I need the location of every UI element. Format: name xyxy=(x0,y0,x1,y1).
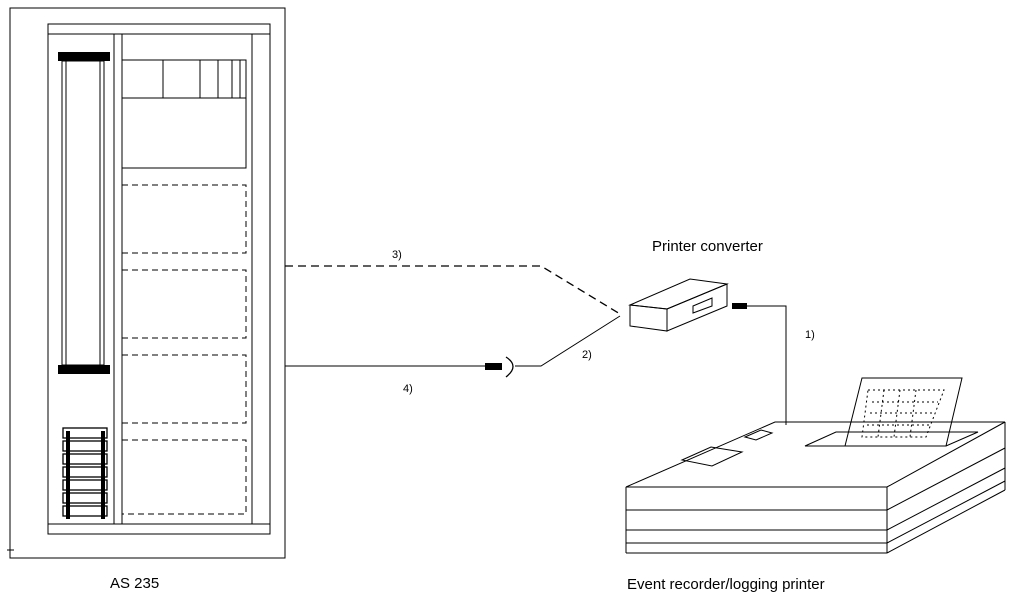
paper-sheet xyxy=(844,377,963,447)
connection-4-label: 4) xyxy=(403,383,413,395)
tall-module-bottom-cap xyxy=(58,365,110,374)
terminal-block-stack xyxy=(62,427,108,519)
paper-slot xyxy=(804,431,979,447)
connection-1-label: 1) xyxy=(805,329,815,341)
cabinet-inner-frame xyxy=(47,23,271,535)
tall-module-body xyxy=(61,60,105,366)
printer-converter xyxy=(628,278,747,332)
connection-3-line xyxy=(285,265,621,315)
cabinet-label: AS 235 xyxy=(110,575,159,592)
connection-1-line xyxy=(747,305,787,425)
cabinet-outer-frame xyxy=(9,7,286,559)
connection-2-label: 2) xyxy=(582,349,592,361)
socket-connector xyxy=(505,356,514,378)
logging-printer xyxy=(625,377,1006,554)
as235-cabinet xyxy=(9,7,286,559)
converter-plug xyxy=(732,303,747,309)
connection-2-line xyxy=(515,315,621,367)
optional-module-slots xyxy=(121,184,247,515)
printer-panel xyxy=(680,446,744,467)
tall-module xyxy=(58,52,110,374)
connection-3-label: 3) xyxy=(392,249,402,261)
printer-converter-label: Printer converter xyxy=(652,238,763,255)
plug-connector xyxy=(485,363,502,370)
printer-key xyxy=(743,429,774,441)
printer-label: Event recorder/logging printer xyxy=(627,576,825,593)
top-module-rack xyxy=(121,59,247,169)
tall-module-top-cap xyxy=(58,52,110,61)
